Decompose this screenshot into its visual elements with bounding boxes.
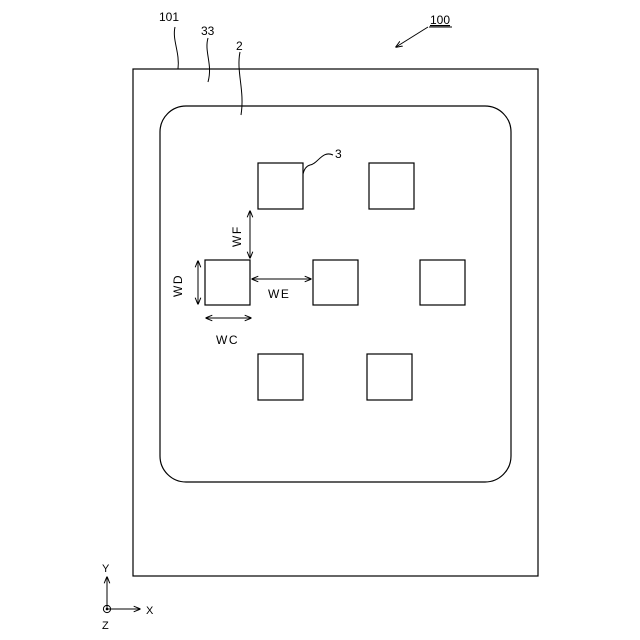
- element-square: [205, 260, 250, 305]
- element-square: [258, 354, 303, 400]
- dimension-label-wd: WD: [171, 274, 185, 297]
- dimension-label-we: WE: [268, 287, 290, 301]
- z-axis-dot: [106, 608, 109, 611]
- device-arrow: [396, 27, 428, 47]
- leader-line-33: [207, 38, 210, 82]
- ref-label-33: 33: [201, 24, 215, 38]
- substrate-outline: [133, 69, 538, 576]
- dimension-label-wf: WF: [230, 225, 244, 247]
- dimension-label-wc: WC: [216, 333, 239, 347]
- ref-label-3: 3: [335, 147, 342, 161]
- axis-label-y: Y: [102, 563, 110, 575]
- axis-label-x: X: [146, 605, 154, 617]
- axis-label-z: Z: [102, 620, 109, 632]
- leader-line-101: [174, 27, 178, 69]
- element-square: [258, 163, 303, 209]
- element-square: [420, 260, 465, 305]
- ref-label-101: 101: [159, 10, 179, 24]
- ref-label-2: 2: [236, 39, 243, 53]
- ref-label-100: 100: [430, 13, 450, 27]
- element-square: [367, 354, 412, 400]
- area-outline: [160, 106, 511, 482]
- element-square: [313, 260, 358, 305]
- element-square: [369, 163, 414, 209]
- leader-line-3: [303, 154, 333, 174]
